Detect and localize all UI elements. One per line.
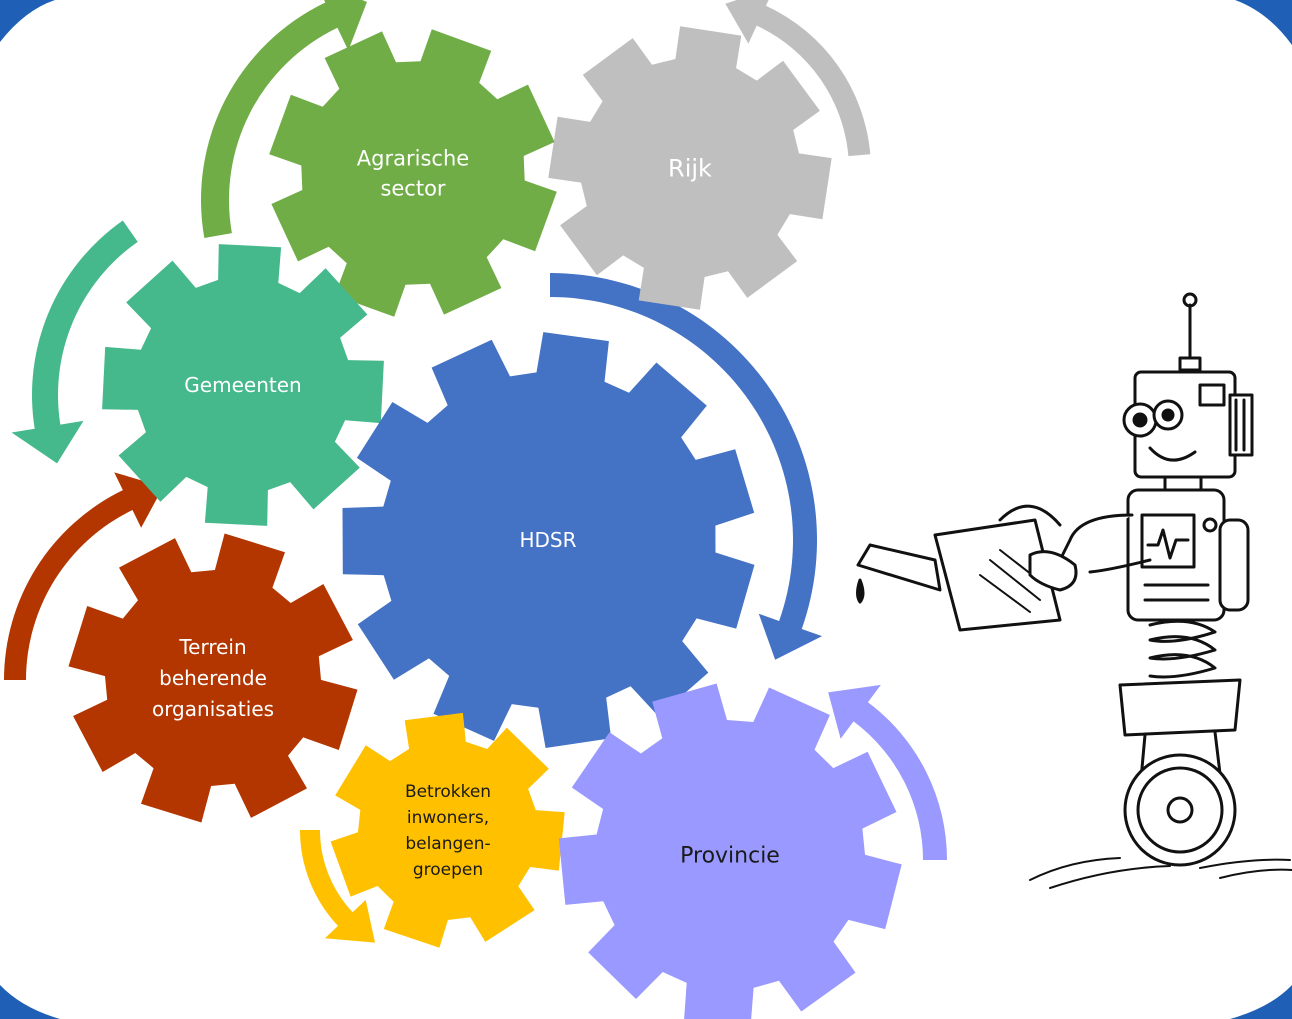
gear-label-line: Agrarische: [357, 146, 469, 170]
gear-rijk: [548, 26, 832, 310]
gear-label-line: organisaties: [152, 697, 274, 721]
robot-watering-can-icon: [856, 292, 1292, 889]
gear-label-line: Betrokken: [405, 782, 491, 802]
gear-hdsr: [342, 332, 755, 748]
gear-label-line: belangen-: [405, 834, 490, 854]
agrarisch-cycle-arrow: [201, 0, 367, 239]
gear-label-line: HDSR: [519, 528, 576, 552]
gear-agrarisch: [269, 29, 557, 317]
gear-label-line: sector: [380, 176, 445, 200]
gemeenten-cycle-arrow: [11, 220, 138, 464]
gear-betrokken: [330, 712, 565, 948]
gear-label-agrarisch: Agrarische sector: [357, 146, 469, 200]
gear-label-line: groepen: [413, 860, 483, 880]
terrein-cycle-arrow: [4, 472, 164, 680]
gear-label-line: inwoners,: [407, 808, 489, 828]
gear-label-line: Terrein: [178, 635, 246, 659]
gear-label-gemeenten: Gemeenten: [184, 373, 301, 397]
gear-label-hdsr: HDSR: [519, 528, 576, 552]
hdsr-cycle-arrow: [550, 273, 823, 660]
rijk-cycle-arrow: [725, 0, 871, 157]
gear-label-provincie: Provincie: [680, 844, 780, 869]
gear-gemeenten: [102, 244, 384, 526]
gear-label-line: Provincie: [680, 844, 780, 869]
gear-label-line: Rijk: [668, 154, 712, 182]
gear-provincie: [558, 683, 902, 1019]
gear-label-terrein: Terrein beherende organisaties: [152, 635, 274, 721]
gear-label-rijk: Rijk: [668, 154, 712, 182]
gear-label-line: beherende: [159, 666, 267, 690]
betrokken-cycle-arrow: [300, 830, 375, 943]
provincie-cycle-arrow: [828, 684, 947, 860]
gear-label-line: Gemeenten: [184, 373, 301, 397]
gear-label-betrokken: Betrokken inwoners, belangen-groepen: [405, 782, 491, 880]
gear-terrein: [68, 533, 358, 823]
